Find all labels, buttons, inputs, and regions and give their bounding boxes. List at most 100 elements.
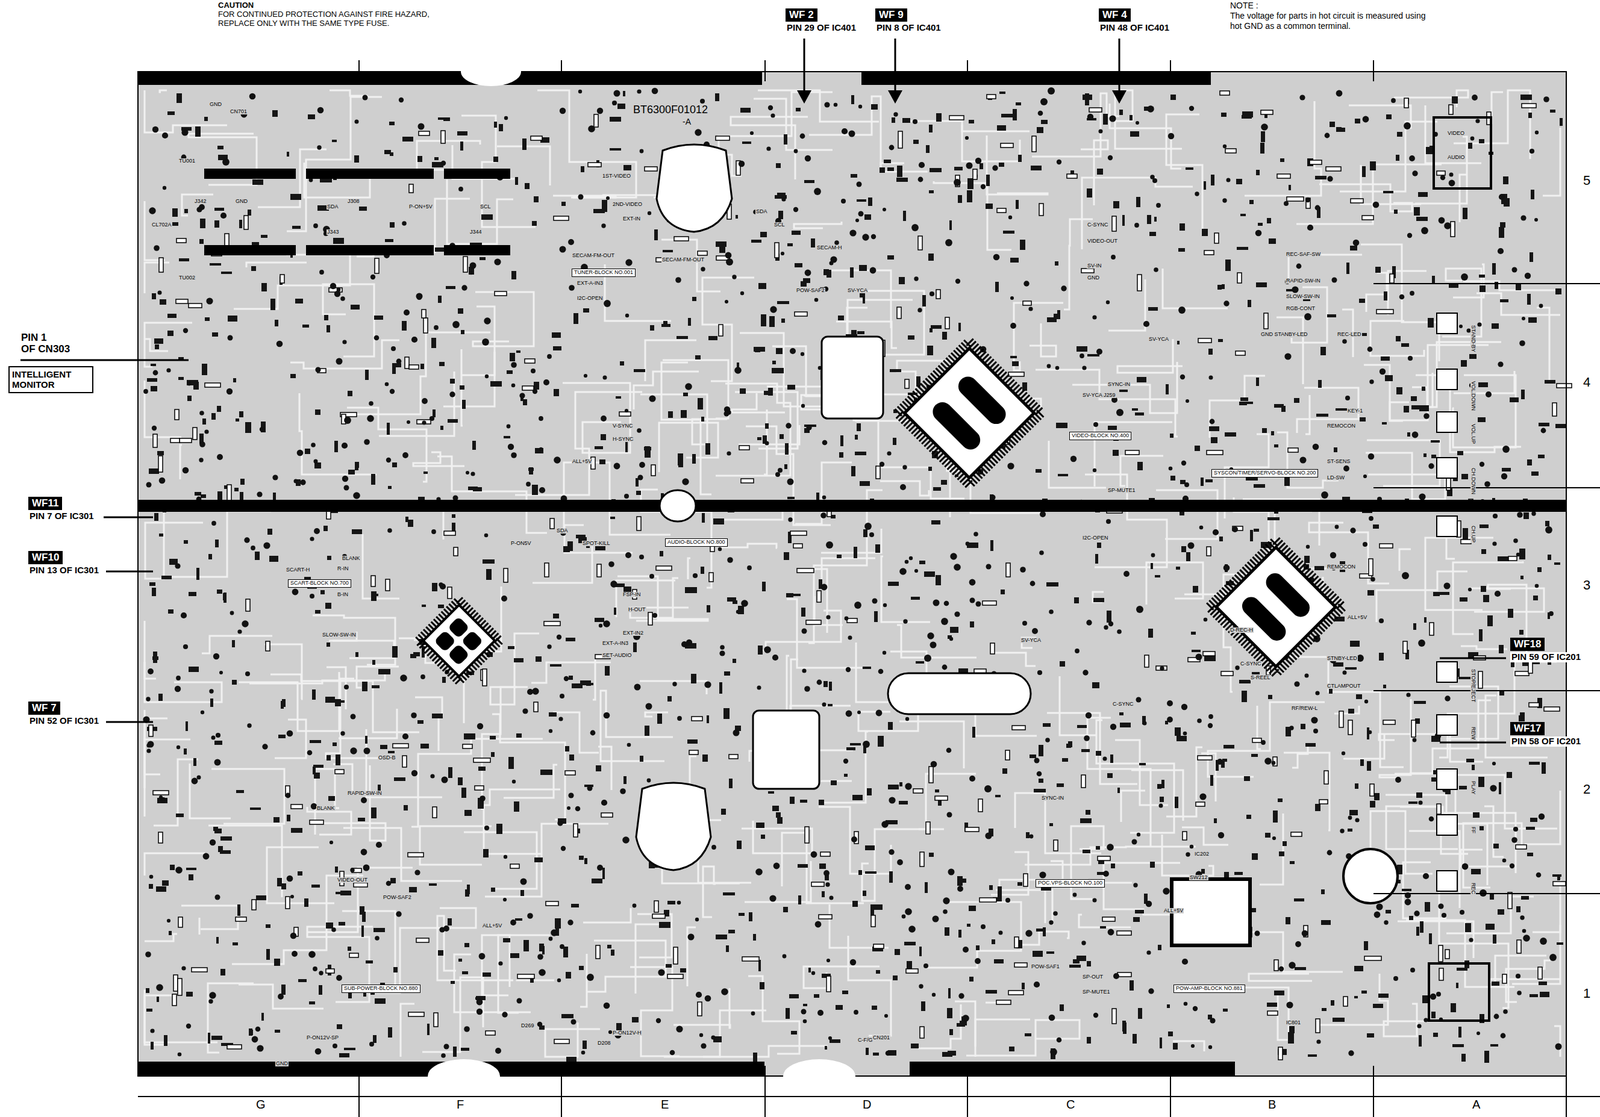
smd-part	[387, 751, 395, 754]
smd-part	[1159, 796, 1164, 803]
resistor-symbol	[1263, 313, 1269, 329]
smd-part	[784, 443, 789, 455]
smd-part	[220, 969, 226, 976]
smd-part	[176, 93, 182, 104]
smd-part	[1554, 562, 1561, 566]
smd-part	[1509, 397, 1519, 403]
smd-part	[787, 496, 795, 500]
smd-part	[204, 317, 210, 322]
resistor-symbol	[601, 813, 613, 818]
pad	[904, 560, 910, 565]
smd-part	[1519, 548, 1526, 560]
smd-part	[789, 994, 799, 999]
trace	[483, 789, 561, 855]
smd-part	[1396, 387, 1403, 395]
smd-part	[1285, 917, 1291, 925]
smd-part	[1519, 630, 1524, 635]
resistor-symbol	[517, 974, 535, 979]
smd-part	[1350, 640, 1360, 647]
smd-part	[483, 849, 489, 858]
smd-part	[324, 315, 329, 321]
smd-part	[212, 332, 219, 337]
smd-part	[371, 685, 380, 689]
smd-part	[985, 203, 993, 210]
resistor-symbol	[524, 359, 535, 364]
resistor-symbol	[651, 465, 656, 476]
smd-part	[332, 742, 337, 747]
resistor-symbol	[443, 531, 456, 536]
smd-part	[871, 104, 878, 110]
smd-part	[850, 174, 858, 178]
smd-part	[1046, 951, 1055, 955]
smd-part	[929, 328, 933, 333]
trace	[516, 980, 555, 981]
resistor-symbol	[158, 832, 163, 844]
smd-part	[1427, 318, 1434, 328]
smd-part	[998, 162, 1005, 167]
resistor-symbol	[919, 1027, 925, 1039]
smd-part	[898, 801, 908, 805]
resistor-symbol	[158, 456, 163, 473]
smd-part	[787, 384, 796, 390]
resistor-symbol	[774, 242, 779, 258]
smd-part	[1345, 667, 1357, 670]
smd-part	[1241, 690, 1247, 703]
smd-part	[1161, 780, 1165, 789]
smd-part	[1119, 712, 1124, 716]
smd-part	[927, 345, 934, 356]
smd-part	[625, 440, 628, 453]
smd-part	[797, 864, 808, 869]
resistor-symbol	[235, 917, 247, 922]
resistor-symbol	[416, 938, 429, 943]
smd-part	[931, 520, 941, 525]
smd-part	[508, 757, 514, 770]
smd-part	[1530, 189, 1535, 200]
smd-part	[286, 815, 291, 822]
trace	[966, 1020, 1080, 1057]
smd-part	[183, 748, 187, 755]
resistor-symbol	[371, 575, 376, 587]
resistor-symbol	[1012, 725, 1026, 731]
smd-part	[1266, 218, 1272, 224]
smd-part	[1383, 190, 1394, 194]
smd-part	[410, 654, 417, 659]
smd-part	[1360, 759, 1364, 767]
smd-part	[193, 381, 199, 390]
smd-part	[156, 996, 160, 1003]
smd-part	[1186, 552, 1191, 562]
smd-part	[1217, 284, 1222, 290]
smd-part	[1530, 818, 1538, 823]
smd-part	[464, 943, 470, 948]
smd-part	[644, 450, 651, 458]
smd-part	[417, 156, 423, 163]
trace	[698, 854, 752, 884]
trace	[1389, 402, 1410, 422]
smd-part	[458, 959, 463, 963]
smd-part	[924, 571, 935, 578]
smd-part	[338, 922, 346, 926]
smd-part	[509, 353, 516, 362]
resistor-symbol	[1290, 832, 1302, 837]
smd-part	[969, 977, 974, 982]
smd-part	[533, 196, 539, 203]
smd-part	[1268, 238, 1276, 244]
smd-part	[506, 370, 513, 375]
smd-part	[1537, 454, 1545, 459]
resistor-symbol	[790, 531, 807, 536]
smd-part	[791, 230, 801, 235]
smd-part	[437, 604, 444, 609]
smd-part	[561, 201, 566, 207]
resistor-symbol	[652, 914, 666, 919]
resistor-symbol	[1537, 967, 1543, 980]
smd-part	[523, 940, 529, 952]
smd-part	[326, 755, 331, 761]
smd-part	[214, 207, 225, 211]
resistor-symbol	[1507, 892, 1513, 910]
resistor-symbol	[697, 251, 708, 256]
trace	[472, 292, 534, 347]
smd-part	[1492, 263, 1496, 275]
smd-part	[1222, 1009, 1228, 1013]
smd-part	[1431, 777, 1437, 782]
resistor-symbol	[265, 641, 270, 652]
trace	[1209, 375, 1266, 438]
